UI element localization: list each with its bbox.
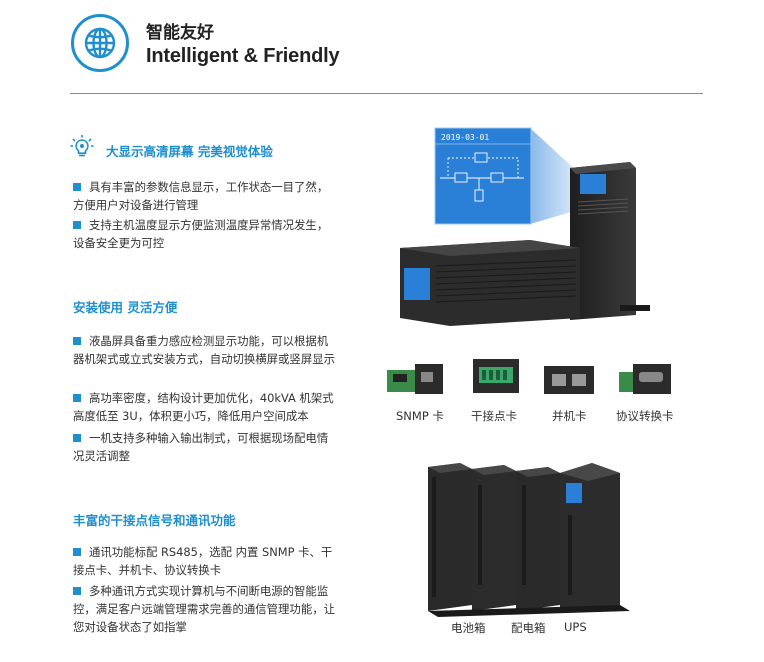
bullet-square-icon	[73, 548, 81, 556]
ups-cabinet	[560, 463, 620, 611]
tower-ups	[570, 162, 650, 320]
section-heading-install: 安装使用 灵活方便	[73, 300, 178, 315]
cabinet-caption-ups: UPS	[564, 620, 587, 634]
parallel-card-image	[544, 366, 594, 394]
list-item-text: 高功率密度，结构设计更加优化，40kVA 机架式高度低至 3U，体积更小巧，降低…	[73, 391, 334, 423]
snmp-card-image	[387, 364, 443, 394]
card-caption-dry-contact: 干接点卡	[471, 409, 517, 423]
list-item: 高功率密度，结构设计更加优化，40kVA 机架式高度低至 3U，体积更小巧，降低…	[73, 389, 339, 425]
dry-contact-card-image	[473, 359, 519, 393]
battery-cabinet	[472, 465, 516, 611]
list-item: 液晶屏具备重力感应检测显示功能，可以根据机器机架式或立式安装方式，自动切换横屏或…	[73, 332, 339, 368]
globe-logo	[71, 14, 129, 72]
list-item: 多种通讯方式实现计算机与不间断电源的智能监控，满足客户远端管理需求完善的通信管理…	[73, 582, 339, 636]
section-heading-display: 大显示高清屏幕 完美视觉体验	[106, 144, 273, 159]
list-item-text: 液晶屏具备重力感应检测显示功能，可以根据机器机架式或立式安装方式，自动切换横屏或…	[73, 334, 335, 366]
cabinet-caption-battery: 电池箱	[451, 621, 486, 635]
header-divider	[70, 93, 703, 94]
list-item: 通讯功能标配 RS485，选配 内置 SNMP 卡、干接点卡、并机卡、协议转换卡	[73, 543, 339, 579]
zoom-display-panel: 2019-03-01	[434, 127, 532, 225]
list-item: 具有丰富的参数信息显示，工作状态一目了然，方便用户对设备进行管理	[73, 178, 339, 214]
bullet-square-icon	[73, 183, 81, 191]
tower-screen	[580, 174, 606, 194]
power-distribution-cabinet	[516, 467, 560, 611]
list-item: 支持主机温度显示方便监测温度异常情况发生，设备安全更为可控	[73, 216, 339, 252]
lightbulb-icon	[70, 135, 94, 157]
card-caption-parallel: 并机卡	[552, 409, 587, 423]
card-caption-snmp: SNMP 卡	[396, 409, 444, 423]
cabinet-system-illustration	[428, 463, 630, 617]
rack-screen	[404, 268, 430, 300]
bullet-square-icon	[73, 337, 81, 345]
card-caption-protocol: 协议转换卡	[616, 409, 674, 423]
battery-cabinet	[428, 463, 472, 611]
list-item-text: 一机支持多种输入输出制式，可根据现场配电情况灵活调整	[73, 431, 329, 463]
page-title-zh: 智能友好	[146, 23, 214, 43]
zoom-beam	[530, 128, 578, 224]
bullet-square-icon	[73, 394, 81, 402]
bullet-square-icon	[73, 221, 81, 229]
globe-icon	[84, 27, 116, 59]
rack-ups	[400, 240, 580, 326]
list-item-text: 多种通讯方式实现计算机与不间断电源的智能监控，满足客户远端管理需求完善的通信管理…	[73, 584, 335, 634]
display-date: 2019-03-01	[441, 133, 489, 142]
list-item-text: 通讯功能标配 RS485，选配 内置 SNMP 卡、干接点卡、并机卡、协议转换卡	[73, 545, 333, 577]
cabinet-caption-distribution: 配电箱	[511, 621, 546, 635]
protocol-card-image	[619, 364, 671, 394]
section-heading-comm: 丰富的干接点信号和通讯功能	[73, 513, 236, 528]
bullet-square-icon	[73, 434, 81, 442]
ups-display-illustration: 2019-03-01	[400, 127, 650, 326]
ups-cabinet-screen	[566, 483, 582, 503]
page-title-en: Intelligent & Friendly	[146, 45, 340, 67]
list-item-text: 具有丰富的参数信息显示，工作状态一目了然，方便用户对设备进行管理	[73, 180, 329, 212]
list-item: 一机支持多种输入输出制式，可根据现场配电情况灵活调整	[73, 429, 339, 465]
bullet-square-icon	[73, 587, 81, 595]
list-item-text: 支持主机温度显示方便监测温度异常情况发生，设备安全更为可控	[73, 218, 329, 250]
